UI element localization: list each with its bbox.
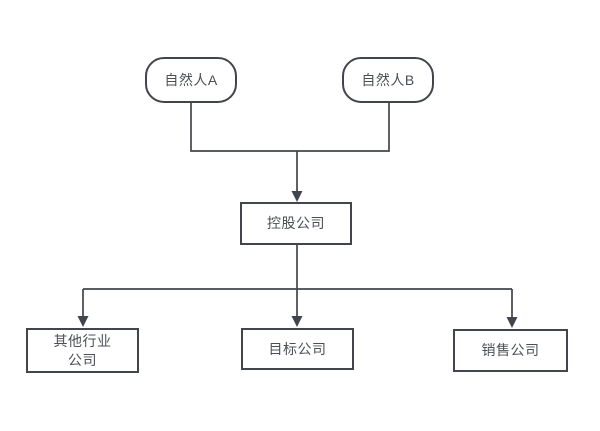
node-label: 其他行业	[53, 332, 112, 349]
node-target-company[interactable]: 目标公司	[241, 328, 354, 370]
node-natural-person-b[interactable]: 自然人B	[342, 57, 434, 103]
arrowhead-sales	[506, 317, 518, 328]
arrowhead-holding	[291, 191, 303, 202]
node-sales-company[interactable]: 销售公司	[453, 329, 568, 372]
arrowhead-other	[77, 316, 89, 327]
node-natural-person-a[interactable]: 自然人A	[145, 57, 237, 103]
node-label: 自然人B	[361, 71, 415, 88]
node-label: 控股公司	[267, 215, 325, 231]
node-label: 自然人A	[164, 71, 218, 88]
node-other-industry-company[interactable]: 其他行业 公司	[26, 328, 139, 373]
node-label: 公司	[68, 351, 97, 368]
node-holding-company[interactable]: 控股公司	[240, 202, 352, 245]
arrowhead-target	[291, 316, 303, 327]
node-label: 目标公司	[268, 340, 327, 357]
node-label: 销售公司	[481, 342, 540, 358]
edge-persons-junction	[190, 103, 390, 152]
